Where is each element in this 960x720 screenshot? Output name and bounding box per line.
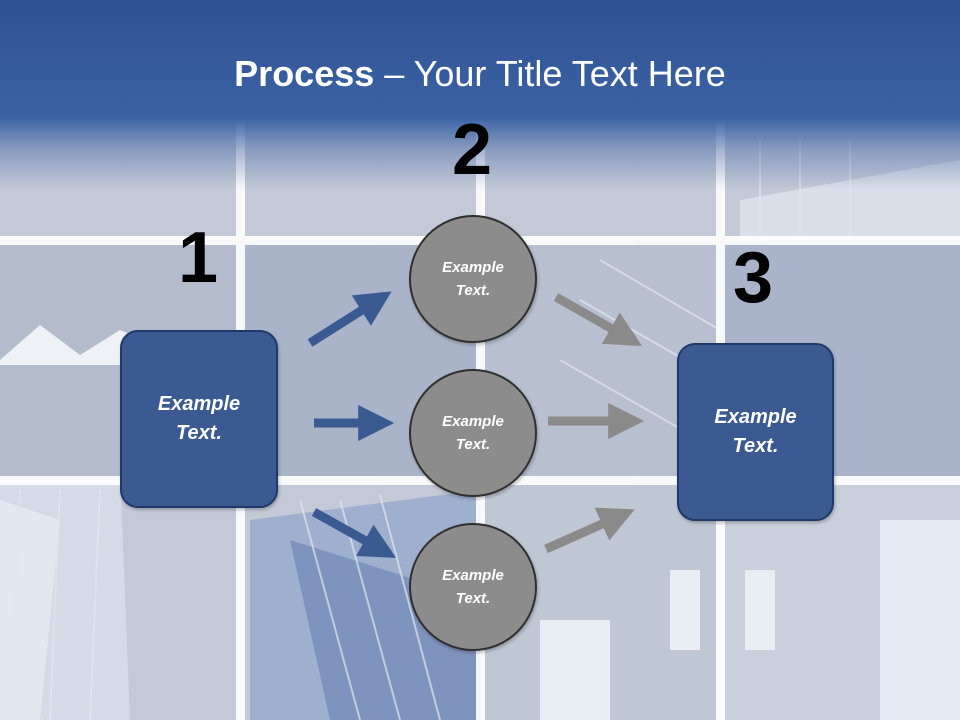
arrow-from-bottom-circle xyxy=(544,507,635,554)
arrow-to-top-circle xyxy=(307,291,392,347)
circle-bottom-text: Example Text. xyxy=(442,567,504,607)
title-bold-text: Process xyxy=(234,53,375,94)
step-2-circle-top: Example Text. xyxy=(409,215,537,343)
step-1-box: Example Text. xyxy=(120,330,278,508)
step-2-circle-middle: Example Text. xyxy=(409,369,537,497)
step-3-box-text: Example Text. xyxy=(714,406,797,457)
circle-middle-text: Example Text. xyxy=(442,413,504,453)
title-rest-text: – Your Title Text Here xyxy=(374,53,726,94)
title-band xyxy=(0,0,960,190)
step-number-2: 2 xyxy=(451,110,493,190)
step-number-1: 1 xyxy=(177,218,219,298)
step-number-3: 3 xyxy=(732,238,774,318)
step-3-box: Example Text. xyxy=(677,343,834,521)
arrow-to-bottom-circle xyxy=(311,508,397,558)
circle-top-text: Example Text. xyxy=(442,259,504,299)
slide-title: Process – Your Title Text Here xyxy=(0,52,960,96)
step-2-circle-bottom: Example Text. xyxy=(409,523,537,651)
arrow-from-top-circle xyxy=(553,293,643,347)
step-1-box-text: Example Text. xyxy=(157,393,241,444)
